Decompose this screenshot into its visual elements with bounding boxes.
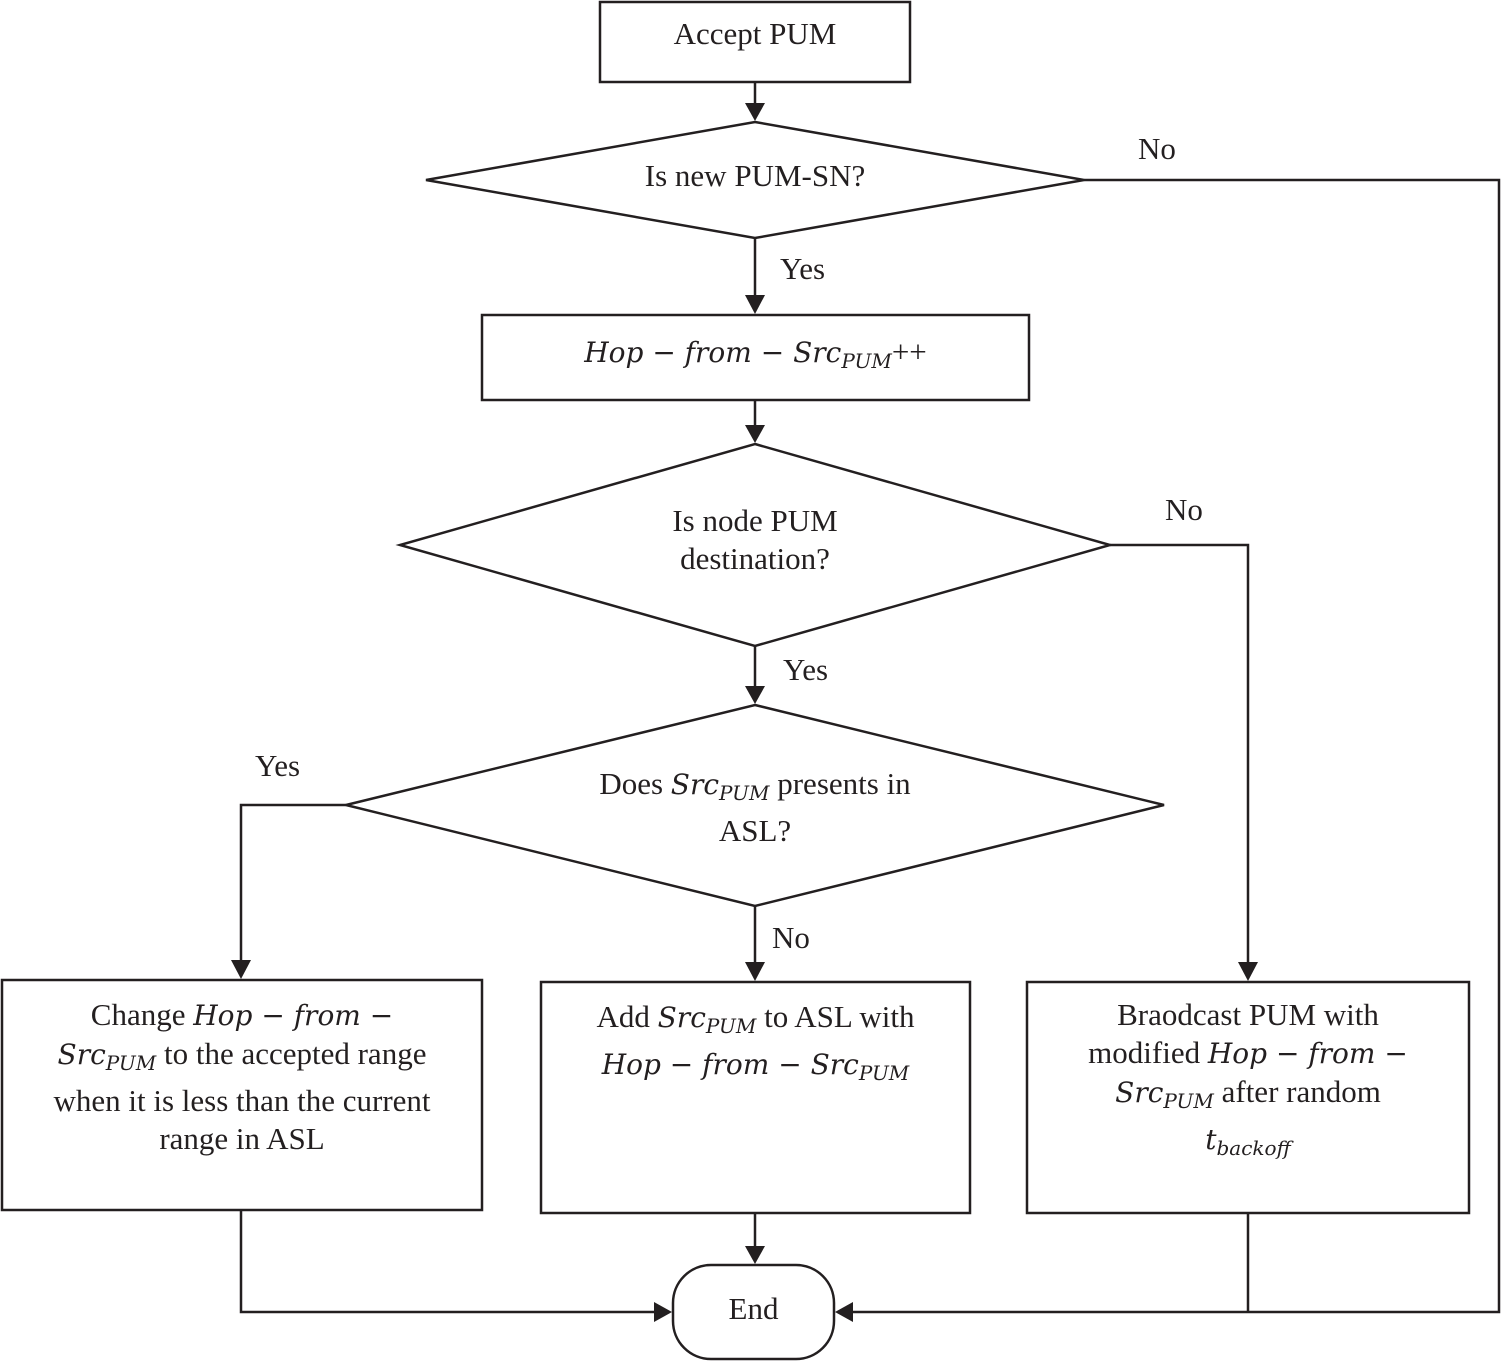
edge-label-new-yes: Yes: [780, 251, 826, 286]
text: after random: [1213, 1074, 1381, 1109]
label-change-hop: Change Hop − from − SrcPUM to the accept…: [2, 996, 482, 1158]
arrowhead: [745, 962, 765, 981]
subscript: PUM: [1163, 1089, 1214, 1113]
label-broadcast-pum: Braodcast PUM with modified Hop − from −…: [1027, 996, 1469, 1167]
text: Change: [90, 997, 194, 1032]
math-text: Hop − from − SrcPUM: [584, 336, 892, 373]
math-text: SrcPUM: [657, 1001, 757, 1038]
math-text: SrcPUM: [57, 1038, 157, 1075]
subscript: PUM: [105, 1051, 157, 1075]
text: End: [728, 1291, 779, 1326]
text: Src: [1115, 1076, 1164, 1109]
text-line: modified Hop − from −: [1027, 1034, 1469, 1073]
label-accept-pum: Accept PUM: [600, 15, 910, 53]
text: Src: [657, 1001, 706, 1034]
math-text: SrcPUM: [670, 768, 770, 805]
edge-change-to-end: [239, 1210, 655, 1314]
text: Is new PUM-SN?: [644, 158, 866, 193]
text-line: SrcPUM after random: [1027, 1073, 1469, 1120]
node-accept-pum: [598, 0, 912, 84]
math-text: tbackoff: [1205, 1123, 1291, 1160]
text: Add: [596, 999, 658, 1034]
math-text: Hop − from −: [1207, 1037, 1408, 1070]
label-end: End: [673, 1290, 834, 1328]
text-line: Is node PUM: [672, 503, 838, 538]
text: Hop − from − Src: [584, 336, 842, 369]
edge-label-dest-no: No: [1165, 492, 1203, 527]
math-text: Hop − from − SrcPUM: [601, 1048, 910, 1085]
text-line: Braodcast PUM with: [1117, 997, 1379, 1032]
arrowhead: [1238, 962, 1258, 981]
edge-label-asl-no: No: [772, 920, 810, 955]
arrowhead: [745, 103, 765, 121]
math-text: SrcPUM: [1115, 1076, 1214, 1113]
node-change-hop: [0, 978, 484, 1212]
text-line: Change Hop − from −: [2, 996, 482, 1035]
text: t: [1205, 1123, 1217, 1156]
label-increment-hop: Hop − from − SrcPUM++: [482, 333, 1029, 380]
edge-label-asl-yes: Yes: [255, 748, 301, 783]
subscript: PUM: [705, 1014, 757, 1038]
text-line: tbackoff: [1027, 1120, 1469, 1167]
text-line: ASL?: [718, 813, 792, 848]
subscript: backoff: [1216, 1136, 1291, 1160]
text-line: when it is less than the current: [53, 1083, 431, 1118]
text-line: SrcPUM to the accepted range: [2, 1035, 482, 1082]
subscript: PUM: [719, 781, 770, 805]
label-src-in-asl: Does SrcPUM presents in ASL?: [346, 765, 1164, 850]
label-add-src: Add SrcPUM to ASL with Hop − from − SrcP…: [541, 998, 970, 1092]
text: Accept PUM: [673, 16, 837, 51]
text: to the accepted range: [156, 1036, 427, 1071]
arrowhead: [745, 686, 765, 704]
edge-label-dest-yes: Yes: [783, 652, 829, 687]
arrowhead: [745, 1246, 765, 1264]
text-line: Does SrcPUM presents in: [346, 765, 1164, 812]
arrowhead: [745, 425, 765, 443]
text-line: destination?: [680, 541, 830, 576]
text: modified: [1088, 1035, 1208, 1070]
node-end: [671, 1263, 836, 1361]
text-line: Hop − from − SrcPUM: [541, 1045, 970, 1092]
text: Src: [670, 768, 720, 801]
subscript: PUM: [858, 1061, 910, 1085]
text-line: range in ASL: [159, 1121, 325, 1156]
arrowhead: [745, 295, 765, 314]
text: ++: [891, 334, 927, 369]
math-text: Hop − from −: [193, 999, 394, 1032]
arrowhead: [835, 1302, 853, 1322]
text: Hop − from − Src: [601, 1048, 859, 1081]
arrowhead: [231, 960, 251, 979]
text-line: Add SrcPUM to ASL with: [541, 998, 970, 1045]
subscript: PUM: [841, 349, 892, 373]
text: Src: [57, 1038, 106, 1071]
edge-dest-no: [1110, 543, 1250, 963]
label-node-destination: Is node PUM destination?: [400, 502, 1110, 578]
label-new-pum-sn: Is new PUM-SN?: [426, 157, 1084, 195]
edge-label-new-no: No: [1138, 131, 1176, 166]
text: to ASL with: [756, 999, 915, 1034]
edge-asl-yes: [239, 803, 346, 961]
text: presents in: [769, 766, 911, 801]
edge-new-no: [852, 178, 1501, 1314]
arrowhead: [654, 1302, 672, 1322]
text: Does: [599, 766, 671, 801]
